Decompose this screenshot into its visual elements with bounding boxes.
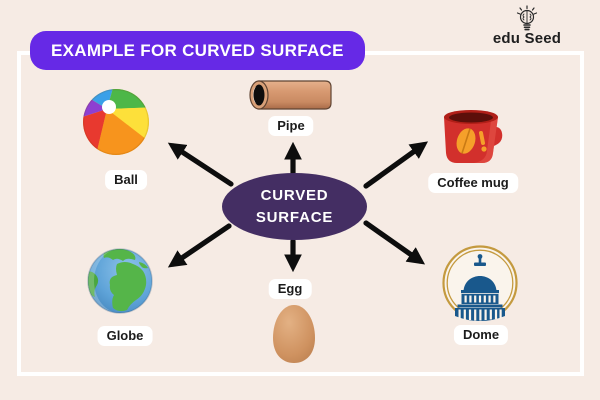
lightbulb-brain-icon <box>516 5 538 31</box>
globe-icon <box>87 248 153 314</box>
label-globe-text: Globe <box>106 328 144 343</box>
label-globe: Globe <box>97 326 153 346</box>
brand-logo: edu Seed <box>472 4 582 48</box>
label-coffee-mug-text: Coffee mug <box>437 175 509 190</box>
label-ball-text: Ball <box>114 172 138 187</box>
label-coffee-mug: Coffee mug <box>428 173 518 193</box>
label-dome: Dome <box>453 325 509 345</box>
beach-ball-icon <box>83 89 149 155</box>
pipe-icon <box>249 80 332 110</box>
brand-seed: Seed <box>524 30 562 47</box>
coffee-mug-icon <box>444 110 503 163</box>
brand-name: edu Seed <box>472 30 582 47</box>
label-egg-text: Egg <box>277 281 303 296</box>
curved-surface-line1: CURVED <box>260 186 329 204</box>
label-dome-text: Dome <box>462 327 500 342</box>
label-ball: Ball <box>105 170 147 190</box>
page-title-text: EXAMPLE FOR CURVED SURFACE <box>51 40 344 60</box>
label-pipe-text: Pipe <box>277 118 305 133</box>
egg-icon <box>273 305 315 363</box>
page-title: EXAMPLE FOR CURVED SURFACE <box>30 31 365 70</box>
curved-surface-node: CURVED SURFACE <box>222 173 367 240</box>
brand-edu: edu <box>492 30 521 47</box>
label-egg: Egg <box>268 279 312 299</box>
curved-surface-line2: SURFACE <box>255 208 334 226</box>
label-pipe: Pipe <box>268 116 314 136</box>
capitol-dome-icon <box>442 245 518 321</box>
